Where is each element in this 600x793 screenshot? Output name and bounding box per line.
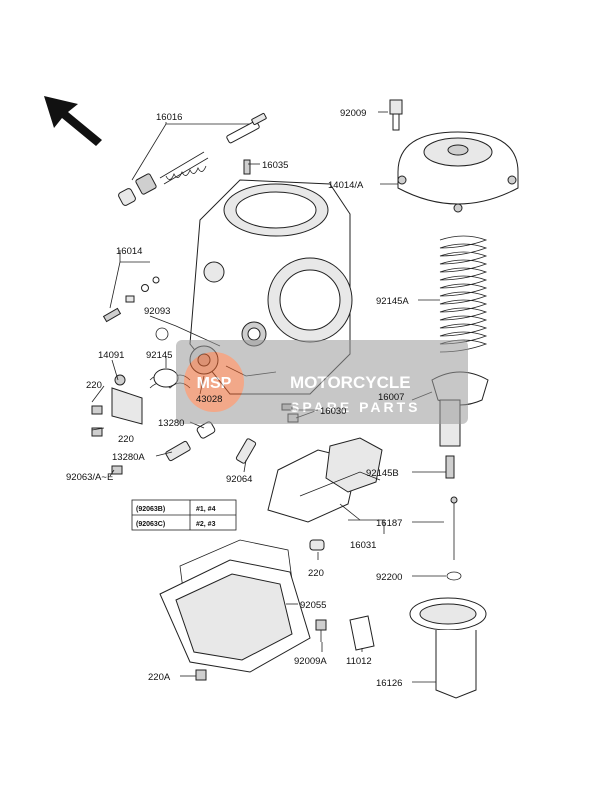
pilot-screw-assembly <box>118 112 267 206</box>
float-assembly <box>267 437 383 523</box>
label-16007: 16007 <box>378 392 404 403</box>
label-92200: 92200 <box>376 572 402 583</box>
label-92145: 92145 <box>146 350 172 361</box>
label-92055: 92055 <box>300 600 326 611</box>
label-16014: 16014 <box>116 246 142 257</box>
bowl-small-parts <box>309 539 375 651</box>
label-92064: 92064 <box>226 474 252 485</box>
table-row-1-cyl: #1, #4 <box>196 506 216 513</box>
label-14014a: 14014/A <box>328 180 364 191</box>
label-92145b: 92145B <box>366 468 399 479</box>
label-220-a: 220 <box>86 380 102 391</box>
label-16031: 16031 <box>350 540 376 551</box>
label-220-c: 220 <box>308 568 324 579</box>
label-16126: 16126 <box>376 678 402 689</box>
piston-holder <box>409 597 487 699</box>
front-arrow-icon <box>44 96 102 146</box>
watermark-badge-icon <box>184 352 244 412</box>
watermark-line1: MOTORCYCLE <box>290 373 411 392</box>
part-labels: 16016 16035 92009 14014/A 16014 92093 14… <box>66 108 409 689</box>
watermark-line2: SPARE PARTS <box>290 399 421 415</box>
diaphragm-spring <box>439 235 488 353</box>
label-16187: 16187 <box>376 518 402 529</box>
table-row-2-part: (92063C) <box>136 521 165 528</box>
side-cover <box>91 374 143 437</box>
label-220-b: 220 <box>118 434 134 445</box>
label-220a: 220A <box>148 672 171 683</box>
application-table: (92063B) #1, #4 (92063C) #2, #3 <box>131 499 237 531</box>
watermark-badge: MSP <box>197 375 232 392</box>
label-13280: 13280 <box>158 418 184 429</box>
float-bowl <box>159 539 311 681</box>
label-14091: 14091 <box>98 350 124 361</box>
label-16030: 16030 <box>320 406 346 417</box>
jets <box>111 421 257 475</box>
label-92009: 92009 <box>340 108 366 119</box>
watermark: MSP MOTORCYCLE SPARE PARTS <box>176 340 468 424</box>
label-16016: 16016 <box>156 112 182 123</box>
watermark-band <box>176 340 468 424</box>
top-cover-assembly <box>389 99 519 213</box>
screw-set <box>102 276 160 323</box>
label-92093: 92093 <box>144 306 170 317</box>
leader-lines <box>91 111 446 683</box>
label-43028: 43028 <box>196 394 222 405</box>
label-16035: 16035 <box>262 160 288 171</box>
label-92009a: 92009A <box>294 656 327 667</box>
label-92145a: 92145A <box>376 296 409 307</box>
table-row-2-cyl: #2, #3 <box>196 521 216 528</box>
label-13280a: 13280A <box>112 452 145 463</box>
label-92063: 92063/A~E <box>66 472 113 483</box>
label-11012: 11012 <box>346 656 372 667</box>
table-row-1-part: (92063B) <box>136 506 165 513</box>
